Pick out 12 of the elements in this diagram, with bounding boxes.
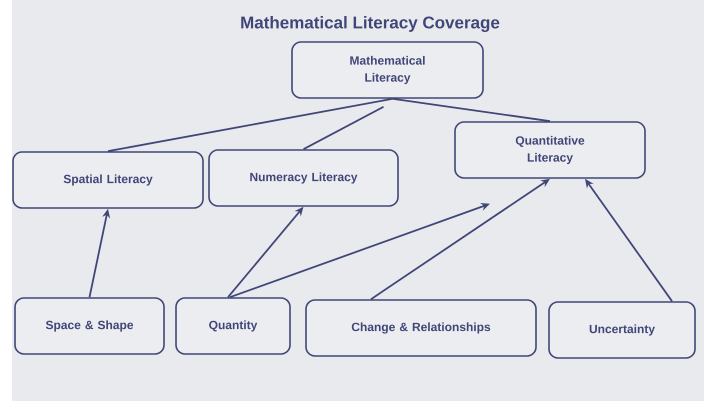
box: Quantitative Literacy bbox=[454, 121, 646, 179]
title: Mathematical Literacy Coverage bbox=[241, 16, 500, 32]
box: Uncertainty bbox=[548, 301, 696, 359]
box: Numeracy Literacy bbox=[208, 149, 399, 207]
box: Space & Shape bbox=[14, 297, 165, 355]
connector-line bbox=[392, 98, 550, 122]
box: Mathematical Literacy bbox=[291, 41, 484, 99]
box: Change & Relationships bbox=[305, 299, 537, 357]
box: Spatial Literacy bbox=[12, 151, 204, 209]
box: Quantity bbox=[175, 297, 291, 355]
connector-line bbox=[108, 98, 393, 152]
connector-line bbox=[303, 106, 384, 150]
